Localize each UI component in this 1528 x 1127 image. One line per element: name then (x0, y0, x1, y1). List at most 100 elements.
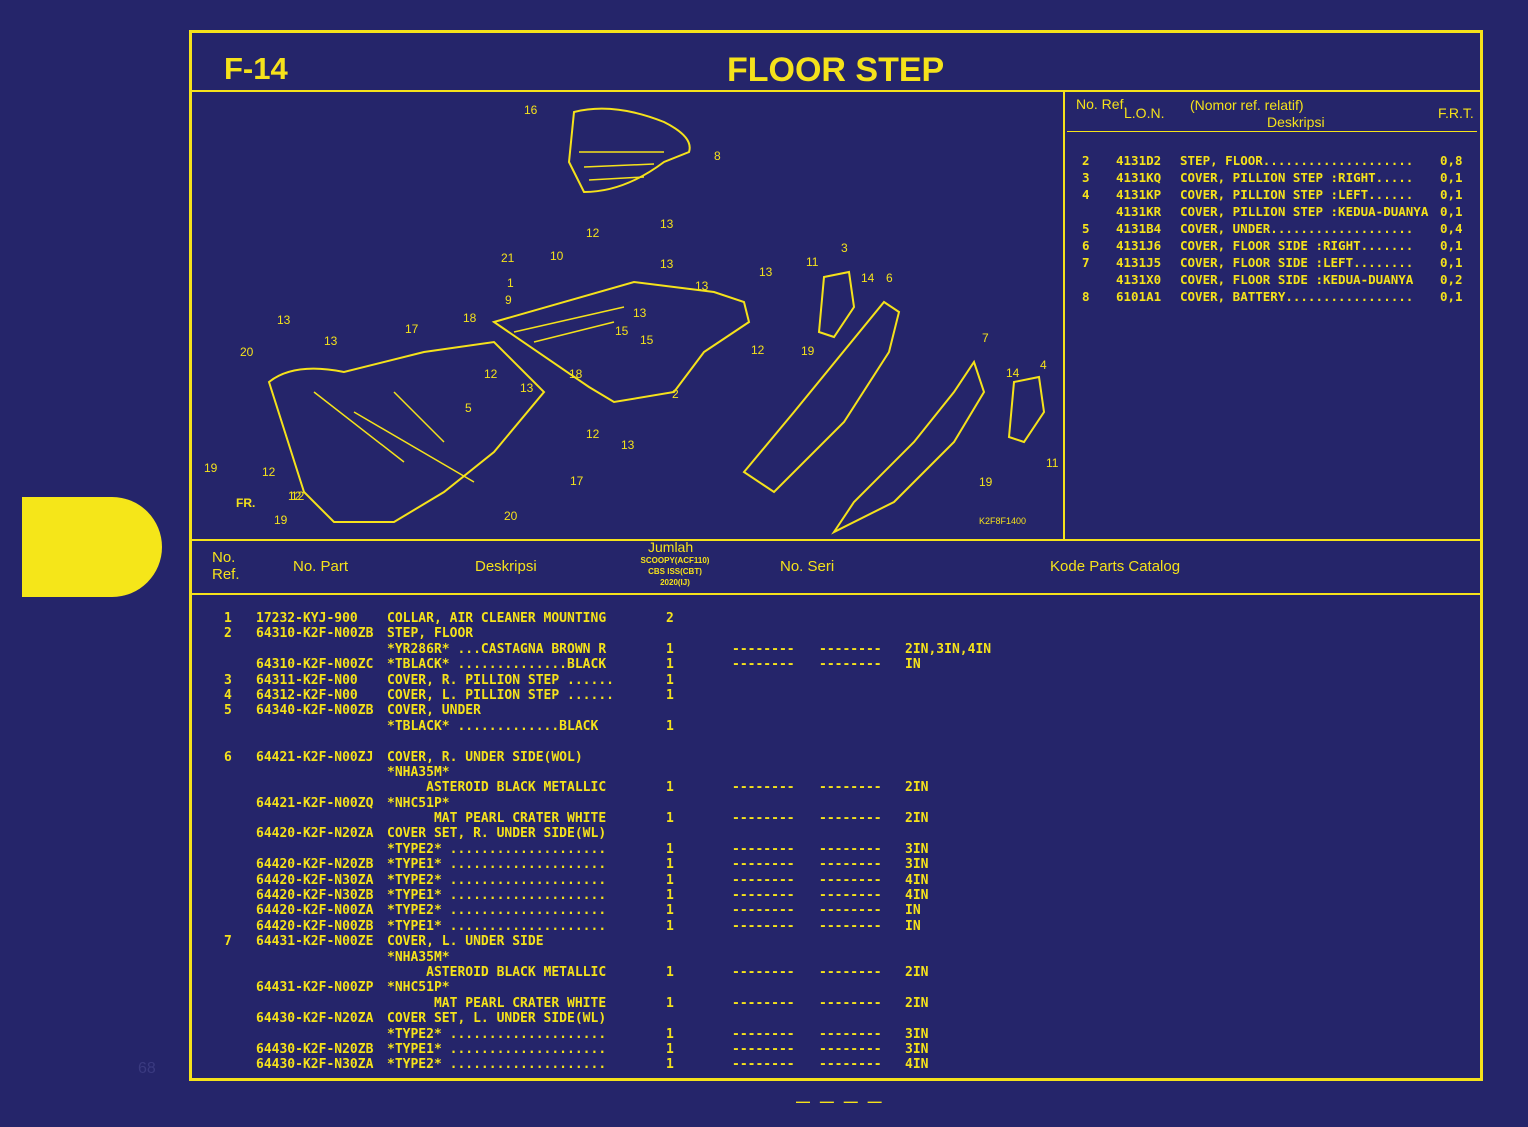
cell-s1: -------- (732, 995, 795, 1011)
cell-s2: -------- (819, 888, 882, 904)
lon-cell-desc: COVER, UNDER................... (1180, 221, 1414, 236)
cell-qty: 1 (666, 903, 674, 919)
lon-cell-frt: 0,1 (1440, 204, 1463, 219)
cell-part: 64310-K2F-N00ZB (256, 626, 374, 642)
callout-13i: 13 (621, 438, 635, 452)
cell-kode: 3IN (905, 857, 929, 873)
callout-12f: 12 (288, 489, 302, 503)
callout-19: 19 (801, 344, 815, 358)
parts-header-deskripsi: Deskripsi (475, 558, 537, 575)
cell-desc: MAT PEARL CRATER WHITE (387, 811, 607, 827)
lon-cell-frt: 0,2 (1440, 272, 1463, 287)
lon-cell-desc: COVER, PILLION STEP :KEDUA-DUANYA (1180, 204, 1429, 219)
cell-qty: 1 (666, 672, 674, 688)
lon-cell-lon: 4131D2 (1116, 153, 1162, 168)
cell-part: 64431-K2F-N00ZP (256, 980, 374, 996)
cell-desc: ASTEROID BLACK METALLIC (387, 780, 607, 796)
callout-9: 9 (505, 293, 512, 307)
lon-cell-desc: COVER, FLOOR SIDE :KEDUA-DUANYA (1180, 272, 1414, 287)
catalog-frame: F-14 FLOOR STEP 16 8 12 13 21 10 13 1 9 … (189, 30, 1483, 1081)
cell-desc: *TYPE2* .................... (387, 903, 607, 919)
lon-cell-frt: 0,1 (1440, 170, 1463, 185)
cell-ref: 3 (224, 672, 232, 688)
model-line2: CBS ISS(CBT) (648, 567, 702, 576)
lon-header-frt: F.R.T. (1438, 105, 1474, 121)
cell-s1: -------- (732, 888, 795, 904)
cell-qty: 1 (666, 811, 674, 827)
callout-12e: 12 (262, 465, 276, 479)
cell-kode: 3IN (905, 1041, 929, 1057)
callout-8: 8 (714, 149, 721, 163)
parts-header-nopart: No. Part (293, 558, 349, 575)
cell-s2: -------- (819, 918, 882, 934)
pillion-step-left-part (1007, 375, 1046, 444)
callout-13c: 13 (759, 265, 773, 279)
callout-21: 21 (501, 251, 515, 265)
parts-header-noseri: No. Seri (780, 558, 835, 575)
floor-side-right-part (742, 300, 901, 494)
callout-16: 16 (524, 103, 538, 117)
cell-desc: COVER SET, R. UNDER SIDE(WL) (387, 826, 607, 842)
cell-s1: -------- (732, 964, 795, 980)
lon-cell-desc: COVER, PILLION STEP :LEFT...... (1180, 187, 1414, 202)
pillion-step-right-part (817, 270, 856, 339)
cell-kode: 2IN (905, 995, 929, 1011)
callout-14b: 14 (1006, 366, 1020, 380)
cell-kode: 3IN (905, 841, 929, 857)
lon-cell-no: 5 (1082, 221, 1090, 236)
cell-desc: *TYPE2* .................... (387, 1026, 607, 1042)
cell-kode: 2IN,3IN,4IN (905, 641, 992, 657)
cell-s2: -------- (819, 964, 882, 980)
lon-cell-no: 8 (1082, 289, 1090, 304)
callout-18b: 18 (569, 367, 583, 381)
cell-part: 64311-K2F-N00 (256, 672, 358, 688)
lon-cell-desc: COVER, FLOOR SIDE :RIGHT....... (1180, 238, 1414, 253)
lon-header-noref: No. Ref. (1076, 96, 1128, 112)
cell-part: 64421-K2F-N00ZJ (256, 749, 374, 765)
cell-desc: COVER, R. PILLION STEP ...... (387, 672, 614, 688)
lon-cell-desc: STEP, FLOOR.................... (1180, 153, 1414, 168)
cell-s1: -------- (732, 857, 795, 873)
callout-4: 4 (1040, 358, 1047, 372)
diagram-ref-code: K2F8F1400 (979, 516, 1026, 526)
callout-10: 10 (550, 249, 564, 263)
lon-cell-frt: 0,1 (1440, 289, 1463, 304)
callout-18: 18 (463, 311, 477, 325)
cell-ref: 4 (224, 687, 232, 703)
cell-ref: 1 (224, 611, 232, 626)
callout-17: 17 (405, 322, 419, 336)
lon-cell-no: 6 (1082, 238, 1090, 253)
callout-15b: 15 (640, 333, 654, 347)
cell-ref: 5 (224, 703, 232, 719)
cell-desc: *TBLACK* .............BLACK (387, 718, 599, 734)
cell-qty: 1 (666, 872, 674, 888)
cell-desc: *YR286R* ...CASTAGNA BROWN R (387, 641, 607, 657)
section-title: FLOOR STEP (727, 51, 945, 89)
cell-part: 64420-K2F-N30ZA (256, 872, 374, 888)
callout-1: 1 (507, 276, 514, 290)
cell-desc: *TYPE2* .................... (387, 872, 607, 888)
cell-s1: -------- (732, 841, 795, 857)
callout-12g: 12 (291, 489, 305, 503)
battery-cover-part (567, 107, 691, 194)
section-code: F-14 (224, 51, 288, 86)
cell-s1: -------- (732, 903, 795, 919)
cell-s1: -------- (732, 1026, 795, 1042)
parts-header-kode: Kode Parts Catalog (1050, 558, 1181, 575)
lon-header-lon: L.O.N. (1124, 105, 1165, 121)
cell-desc: COLLAR, AIR CLEANER MOUNTING (387, 611, 607, 626)
lon-cell-lon: 4131B4 (1116, 221, 1162, 236)
cell-desc: STEP, FLOOR (387, 626, 474, 642)
lon-header-nomor: (Nomor ref. relatif) (1190, 97, 1304, 113)
cell-desc: *TYPE1* .................... (387, 857, 607, 873)
callout-13g: 13 (277, 313, 291, 327)
cell-s2: -------- (819, 657, 882, 673)
callout-11b: 11 (1046, 456, 1059, 470)
callout-6: 6 (886, 271, 893, 285)
under-cover-part (267, 340, 546, 523)
lon-cell-lon: 4131J5 (1116, 255, 1162, 270)
lon-cell-no: 3 (1082, 170, 1090, 185)
callout-19c: 19 (204, 461, 218, 475)
page-number: 68 (138, 1060, 156, 1077)
cell-kode: 4IN (905, 1057, 929, 1073)
